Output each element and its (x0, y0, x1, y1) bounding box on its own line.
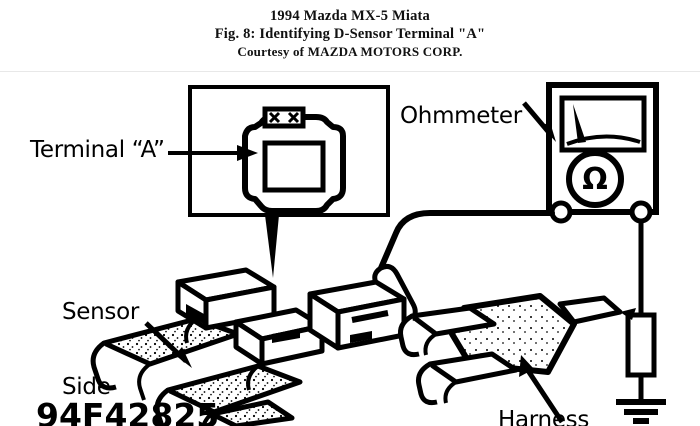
meter-terminal-right (629, 200, 653, 224)
header-title-figure: Fig. 8: Identifying D-Sensor Terminal "A… (214, 26, 486, 42)
ground-symbol (616, 399, 666, 424)
ohmmeter-leader-arrow (522, 101, 556, 142)
terminal-inset-box (188, 85, 390, 217)
figure-header: 1994 Mazda MX-5 Miata Fig. 8: Identifyin… (0, 0, 700, 72)
header-courtesy: Courtesy of MAZDA MOTORS CORP. (237, 44, 463, 59)
ohm-symbol: Ω (582, 162, 608, 197)
sensor-connector-block (175, 267, 325, 367)
label-terminal-a: Terminal “A” (30, 137, 165, 163)
harness-side-leader-arrow (519, 355, 565, 424)
resistor-symbol (625, 312, 657, 378)
header-title-vehicle: 1994 Mazda MX-5 Miata (269, 8, 431, 24)
inset-pointer-wedge (265, 215, 279, 278)
label-sensor-side-line1: Sensor (62, 299, 140, 325)
figure-code-watermark: 94F42825 (36, 396, 220, 426)
ground-lead (616, 221, 666, 424)
label-harness-side: Harness Side (498, 358, 589, 426)
wiring-diagram: Ω (0, 72, 700, 426)
label-sensor-side: Sensor Side (62, 250, 139, 426)
bottom-cable-fragment (209, 399, 295, 426)
sensor-side-cables (90, 316, 303, 426)
label-sensor-side-line2: Side (62, 374, 111, 400)
header-divider (0, 71, 700, 72)
ohmmeter-device: Ω (546, 82, 659, 224)
harness-connector-block (307, 279, 407, 351)
harness-side-boot (398, 293, 636, 406)
terminal-a-leader-line (168, 145, 258, 161)
sensor-side-leader-arrow (144, 321, 192, 368)
label-ohmmeter: Ohmmeter (400, 103, 522, 129)
label-harness-side-line1: Harness (498, 407, 590, 426)
